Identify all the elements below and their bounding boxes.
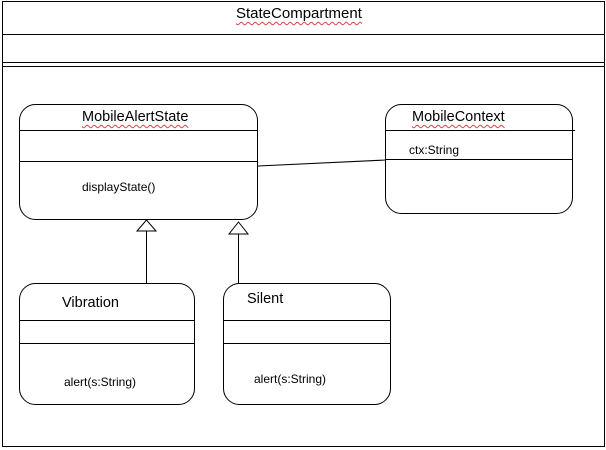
operation-display-state: displayState() [82,180,156,194]
attribute-ctx: ctx:String [409,143,460,157]
operation-vibration-alert: alert(s:String) [64,375,137,389]
generalization-vibration [135,219,158,283]
class-name-mobile-alert-state: MobileAlertState [82,109,189,125]
inheritance-arrowhead-icon [227,221,250,235]
class-mobile-context[interactable] [385,104,576,214]
class-silent[interactable] [223,283,391,405]
operation-silent-alert: alert(s:String) [254,372,327,386]
class-vibration[interactable] [19,283,195,405]
generalization-silent [227,221,250,283]
class-name-vibration: Vibration [62,295,119,311]
class-name-silent: Silent [247,291,284,307]
class-name-mobile-context: MobileContext [412,109,505,125]
inheritance-arrowhead-icon [135,219,158,232]
compartment-title: StateCompartment [236,5,362,22]
class-mobile-alert-state[interactable] [19,104,258,220]
association-line [257,159,387,167]
